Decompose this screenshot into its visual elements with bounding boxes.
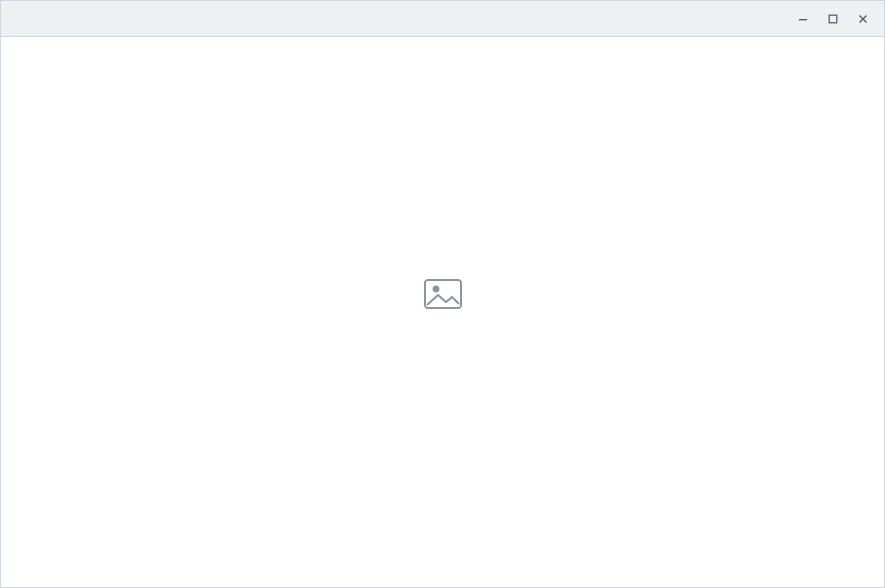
title-bar (1, 1, 884, 37)
content-text (187, 330, 699, 352)
maximize-icon (828, 14, 838, 23)
minimize-icon (799, 18, 807, 20)
image-icon (423, 279, 462, 309)
content-panel (163, 248, 723, 376)
main-content (1, 37, 884, 587)
minimize-button[interactable] (792, 8, 814, 30)
close-icon (859, 14, 867, 23)
maximize-button[interactable] (822, 8, 844, 30)
close-button[interactable] (852, 8, 874, 30)
